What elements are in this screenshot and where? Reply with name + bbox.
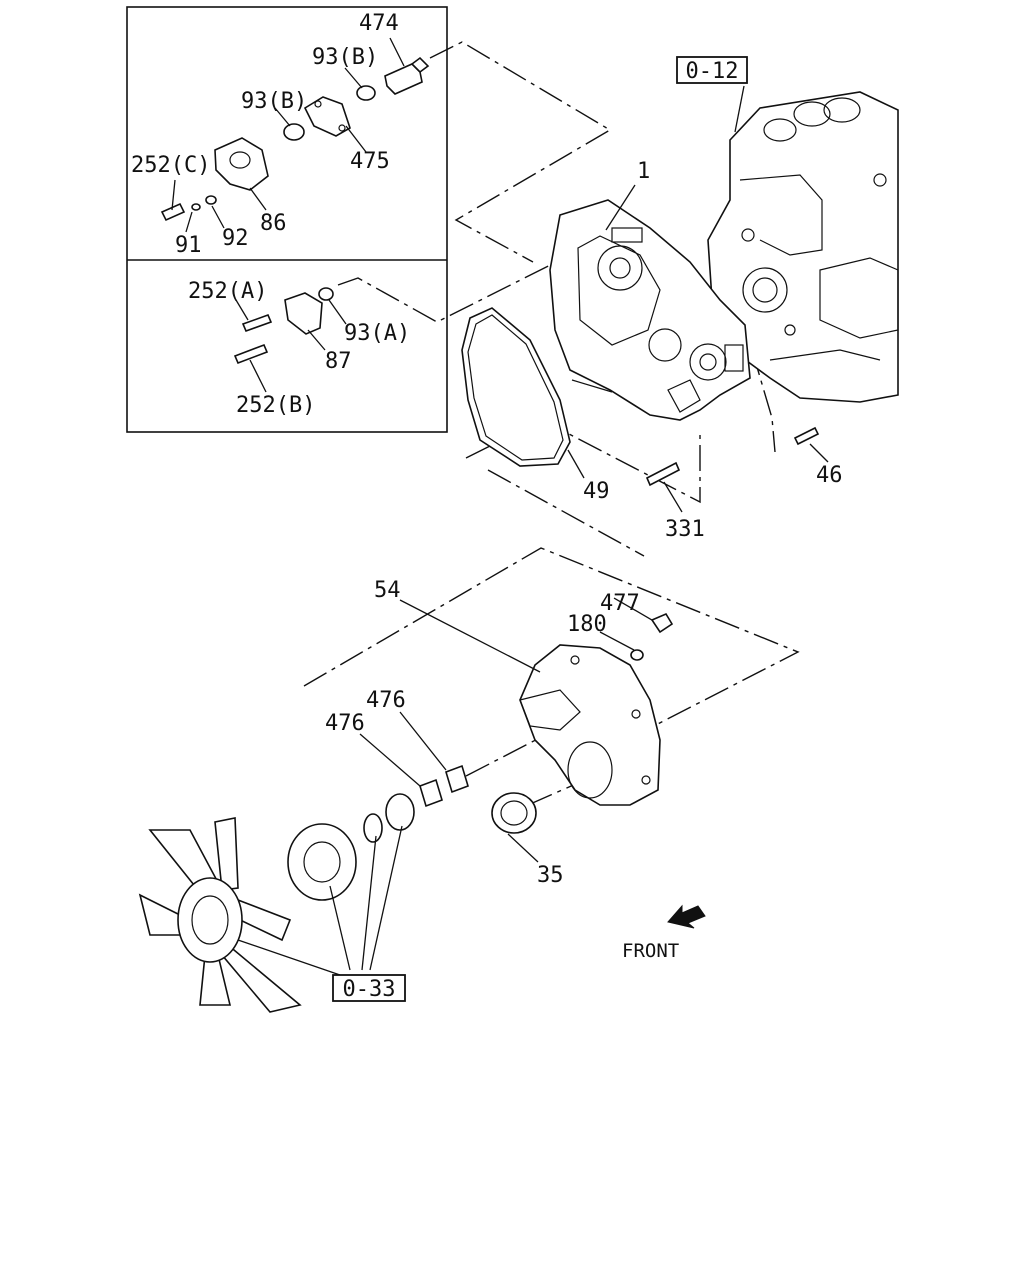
inset-parts-upper <box>160 56 430 222</box>
callout-476-b: 476 <box>325 711 365 736</box>
stud-46 <box>793 426 820 446</box>
front-arrow-icon <box>667 904 706 929</box>
front-indicator: FRONT <box>622 904 706 962</box>
fan-pulley <box>287 823 357 901</box>
callout-476-a: 476 <box>366 688 406 713</box>
callout-1: 1 <box>637 159 650 184</box>
fitting-474 <box>384 56 430 95</box>
ref-label-fan: 0-33 <box>343 977 396 1002</box>
engine-block <box>707 91 899 403</box>
washer-180 <box>630 649 644 661</box>
stud-331 <box>645 461 681 487</box>
callout-92: 92 <box>222 226 249 251</box>
callout-91: 91 <box>175 233 202 258</box>
callout-252c: 252(C) <box>131 153 210 178</box>
front-label: FRONT <box>622 940 679 962</box>
cover-plate-475 <box>303 96 351 137</box>
callout-93a: 93(A) <box>344 321 410 346</box>
callout-46: 46 <box>816 463 843 488</box>
callout-93b-top: 93(B) <box>312 45 378 70</box>
oil-seal-35 <box>491 792 537 834</box>
callout-35: 35 <box>537 863 564 888</box>
callout-475: 475 <box>350 149 390 174</box>
bolt-252c <box>160 202 186 222</box>
callout-93b-mid: 93(B) <box>241 89 307 114</box>
cooling-fan <box>138 817 302 1013</box>
inset-parts-lower <box>233 287 334 365</box>
water-pump-spacers <box>363 793 415 843</box>
studs <box>645 426 820 487</box>
callout-477: 477 <box>600 591 640 616</box>
housing-86 <box>214 137 269 191</box>
ref-box-fan[interactable]: 0-33 <box>332 974 406 1002</box>
callout-252b: 252(B) <box>236 393 315 418</box>
bracket-87 <box>284 292 323 335</box>
o-ring-93b-top <box>356 85 376 101</box>
washer-92 <box>205 195 217 205</box>
callout-labels: 474 93(B) 93(B) 475 252(C) 86 91 92 252(… <box>131 11 843 888</box>
collars-476 <box>419 764 469 808</box>
callout-54: 54 <box>374 578 401 603</box>
plug-477 <box>650 612 674 634</box>
callout-331: 331 <box>665 517 705 542</box>
gasket <box>461 307 571 467</box>
front-cover <box>519 644 661 806</box>
callout-474: 474 <box>359 11 399 36</box>
callout-180: 180 <box>567 612 607 637</box>
o-ring-93b-mid <box>283 123 305 141</box>
bolt-252b <box>233 343 269 365</box>
timing-case <box>549 199 751 421</box>
callout-49: 49 <box>583 479 610 504</box>
washer-91 <box>191 203 201 211</box>
bolt-252a <box>241 313 273 333</box>
callout-252a: 252(A) <box>188 279 267 304</box>
o-ring-93a <box>318 287 334 301</box>
ref-box-engine[interactable]: 0-12 <box>676 56 748 84</box>
callout-86: 86 <box>260 211 287 236</box>
ref-label-engine: 0-12 <box>686 59 739 84</box>
leader-lines <box>171 37 829 976</box>
detail-inset <box>126 6 448 433</box>
callout-87: 87 <box>325 349 352 374</box>
